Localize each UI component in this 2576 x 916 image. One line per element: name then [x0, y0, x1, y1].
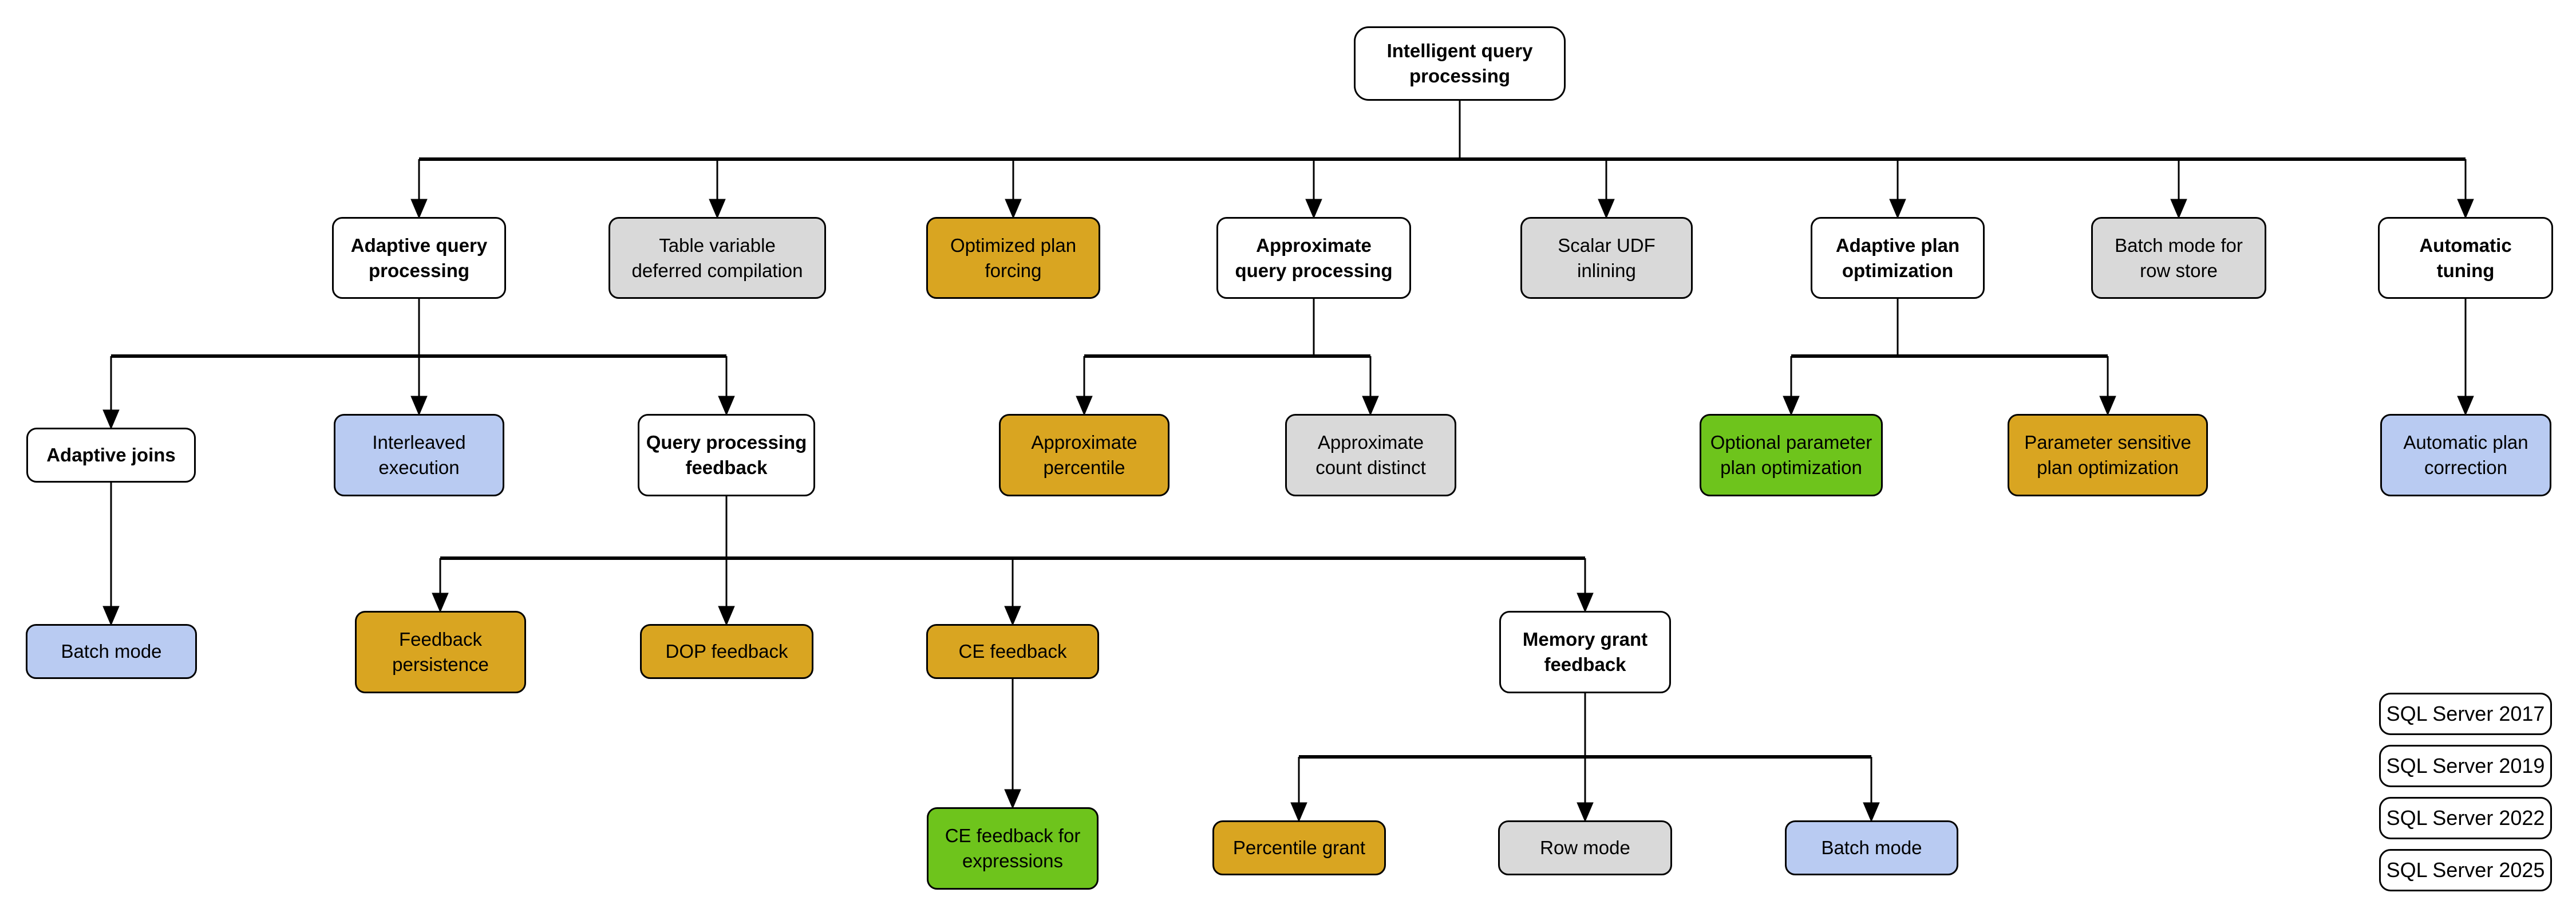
node-parameter-sensitive-plan-optimization: Parameter sensitive plan optimization: [2008, 414, 2208, 496]
legend-sql-server-2022: SQL Server 2022: [2379, 797, 2552, 839]
node-query-processing-feedback: Query processing feedback: [638, 414, 815, 496]
node-optional-parameter-plan-optimization: Optional parameter plan optimization: [1700, 414, 1883, 496]
node-feedback-persistence: Feedback persistence: [355, 611, 526, 693]
connector-query-processing-feedback-children: [432, 496, 1594, 626]
connector-memory-grant-feedback-children: [1290, 693, 1880, 823]
connector-adaptive-plan-optimization-children: [1783, 299, 2116, 416]
connector-adaptive-query-processing-children: [102, 299, 735, 430]
node-approximate-count-distinct: Approximate count distinct: [1285, 414, 1456, 496]
node-automatic-plan-correction: Automatic plan correction: [2380, 414, 2551, 496]
node-memory-grant-feedback: Memory grant feedback: [1499, 611, 1671, 693]
node-percentile-grant: Percentile grant: [1212, 820, 1386, 875]
node-table-variable-deferred-compilation: Table variable deferred compilation: [609, 217, 826, 299]
connector-automatic-tuning-child: [2457, 299, 2474, 416]
node-intelligent-query-processing: Intelligent query processing: [1354, 26, 1566, 101]
node-approximate-query-processing: Approximate query processing: [1216, 217, 1411, 299]
node-approximate-percentile: Approximate percentile: [999, 414, 1170, 496]
connector-root-to-level2: [410, 101, 2474, 219]
node-automatic-tuning: Automatic tuning: [2378, 217, 2553, 299]
node-adaptive-joins: Adaptive joins: [26, 428, 196, 483]
node-optimized-plan-forcing: Optimized plan forcing: [926, 217, 1100, 299]
connector-ce-feedback-child: [1004, 679, 1021, 810]
node-dop-feedback: DOP feedback: [640, 624, 813, 679]
legend-sql-server-2019: SQL Server 2019: [2379, 745, 2552, 787]
node-scalar-udf-inlining: Scalar UDF inlining: [1520, 217, 1693, 299]
connector-adaptive-joins-child: [102, 483, 120, 626]
node-row-mode: Row mode: [1498, 820, 1672, 875]
node-batch-mode-memory-grant: Batch mode: [1785, 820, 1958, 875]
node-adaptive-query-processing: Adaptive query processing: [332, 217, 506, 299]
node-ce-feedback: CE feedback: [926, 624, 1099, 679]
legend-sql-server-2017: SQL Server 2017: [2379, 693, 2552, 735]
legend-sql-server-2025: SQL Server 2025: [2379, 849, 2552, 891]
node-adaptive-plan-optimization: Adaptive plan optimization: [1811, 217, 1985, 299]
node-interleaved-execution: Interleaved execution: [334, 414, 504, 496]
node-ce-feedback-for-expressions: CE feedback for expressions: [927, 807, 1099, 890]
connector-approximate-query-processing-children: [1076, 299, 1379, 416]
node-batch-mode-for-row-store: Batch mode for row store: [2091, 217, 2266, 299]
node-batch-mode-adaptive-joins: Batch mode: [26, 624, 197, 679]
